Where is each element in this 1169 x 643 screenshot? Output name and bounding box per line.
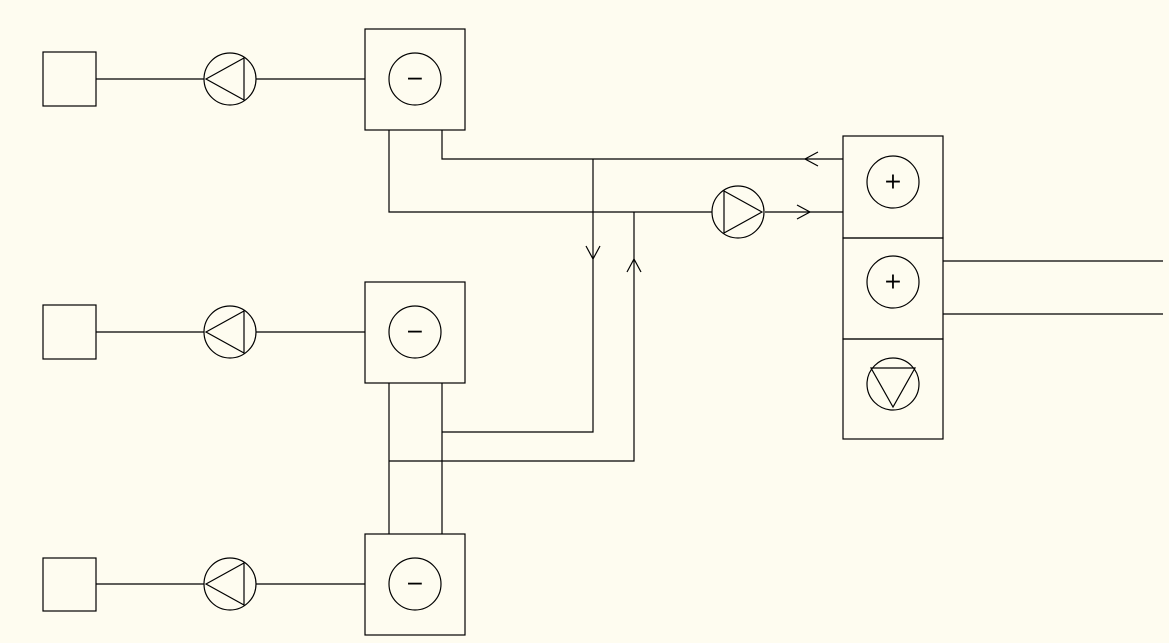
row-3: − bbox=[42, 533, 466, 636]
pump-down-icon bbox=[866, 357, 920, 411]
unit-box-2: − bbox=[364, 281, 466, 384]
minus-sign-3: − bbox=[406, 572, 424, 597]
outgoing-lines bbox=[943, 260, 1163, 315]
pump-left-icon-2 bbox=[203, 305, 257, 359]
vertical-connector-unit2-unit3 bbox=[388, 383, 443, 534]
pump-left-icon-3 bbox=[203, 557, 257, 611]
minus-circle-icon-1 bbox=[388, 52, 442, 106]
source-box-2 bbox=[42, 304, 97, 360]
plus-sign-2: + bbox=[884, 270, 902, 295]
plus-circle-icon-1 bbox=[866, 155, 920, 209]
plus-circle-icon-2 bbox=[866, 255, 920, 309]
arrow-right-icon bbox=[796, 204, 812, 220]
unit-box-1: − bbox=[364, 28, 466, 131]
stack-cell-plus-1: + bbox=[842, 135, 944, 239]
minus-sign-2: − bbox=[406, 320, 424, 345]
source-box-1 bbox=[42, 51, 97, 107]
supply-line-top bbox=[388, 130, 843, 239]
arrow-down-icon bbox=[585, 245, 601, 261]
pump-right-icon bbox=[711, 185, 765, 239]
right-stack: + + bbox=[842, 135, 944, 440]
arrow-up-icon bbox=[626, 257, 642, 273]
stack-cell-pump-down bbox=[842, 338, 944, 440]
return-line-top bbox=[441, 130, 843, 167]
row-1: − bbox=[42, 28, 466, 131]
arrow-left-icon bbox=[803, 151, 819, 167]
source-box-3 bbox=[42, 557, 97, 612]
drop-line bbox=[442, 159, 601, 433]
stack-cell-plus-2: + bbox=[842, 237, 944, 340]
minus-circle-icon-2 bbox=[388, 305, 442, 359]
rise-line bbox=[442, 212, 642, 462]
minus-circle-icon-3 bbox=[388, 557, 442, 611]
minus-sign-1: − bbox=[406, 67, 424, 92]
plus-sign-1: + bbox=[884, 170, 902, 195]
pump-left-icon-1 bbox=[203, 52, 257, 106]
row-2: − bbox=[42, 281, 466, 384]
unit-box-3: − bbox=[364, 533, 466, 636]
